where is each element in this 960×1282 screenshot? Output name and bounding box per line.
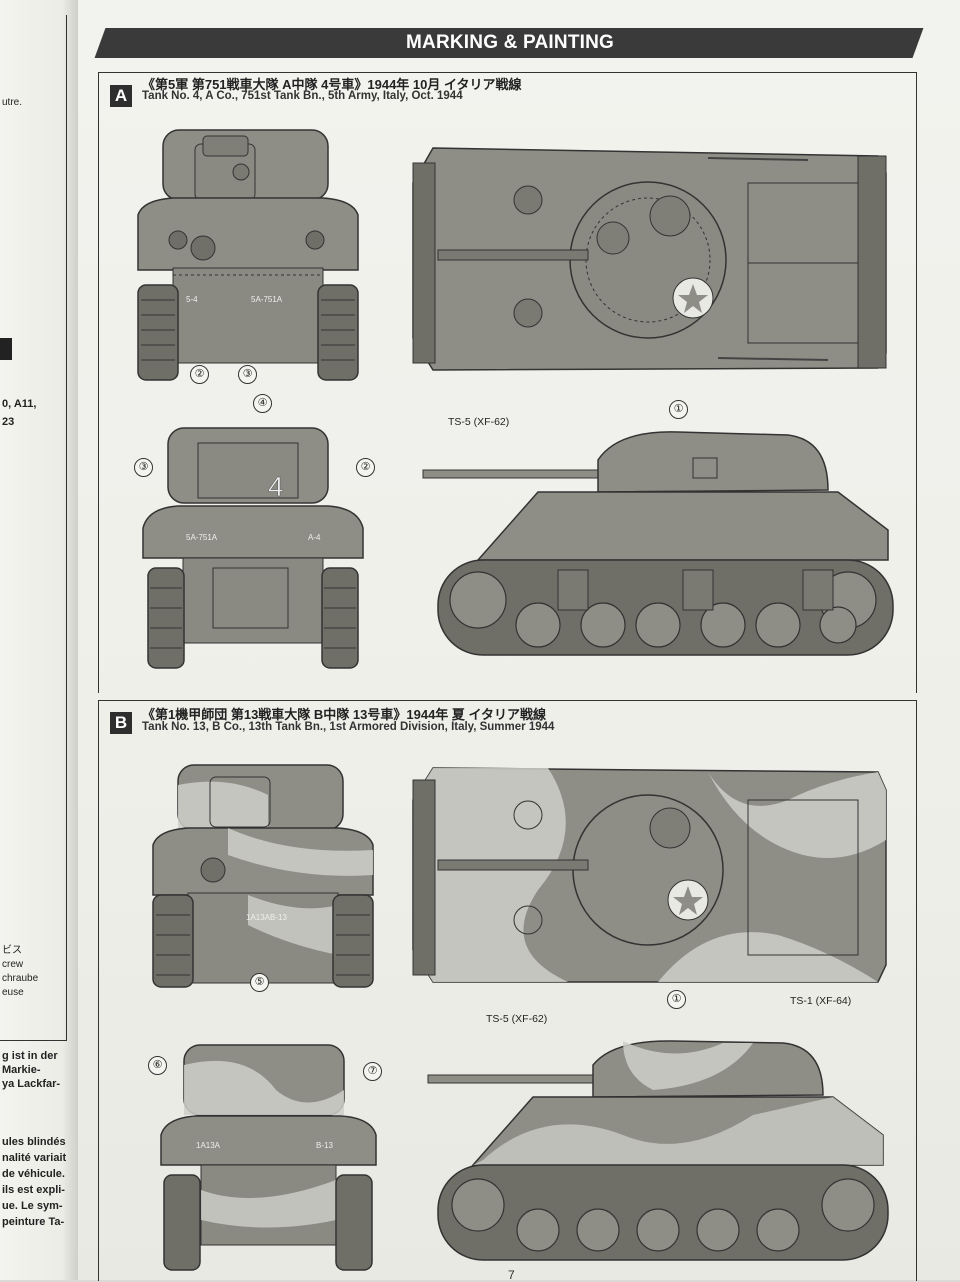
left-text: 23 bbox=[2, 416, 15, 428]
tank-a-front-view: 5-4 5A-751A bbox=[137, 129, 359, 381]
mark-a-turret-number: 4 bbox=[268, 471, 284, 502]
paint-label-b-2: TS-1 (XF-64) bbox=[790, 995, 852, 1007]
section-b-frame bbox=[98, 700, 917, 1281]
left-text: Markie- bbox=[2, 1064, 41, 1076]
callout-2: ② bbox=[190, 365, 209, 384]
left-text: ue. Le sym- bbox=[2, 1200, 63, 1212]
callout-3: ③ bbox=[238, 365, 257, 384]
left-text: chraube bbox=[2, 973, 39, 984]
callout-6: ⑥ bbox=[148, 1056, 167, 1075]
mark-a-rear-right: A-4 bbox=[308, 533, 321, 542]
callout-3: ③ bbox=[134, 458, 153, 477]
tank-a-rear-view: 4 5A-751A A-4 bbox=[142, 427, 364, 669]
mark-a-front-center: 5A-751A bbox=[251, 295, 283, 304]
left-text: 0, A11, bbox=[2, 398, 37, 410]
left-text: nalité variait bbox=[2, 1152, 67, 1164]
mark-b-rear-right: B-13 bbox=[316, 1141, 333, 1150]
mark-b-rear-left: 1A13A bbox=[196, 1141, 221, 1150]
left-text: crew bbox=[2, 959, 24, 970]
section-b-letter: B bbox=[110, 712, 132, 734]
section-b-title-jp: 《第1機甲師団 第13戦車大隊 B中隊 13号車》1944年 夏 イタリア戦線 bbox=[142, 707, 546, 722]
mark-a-rear-left: 5A-751A bbox=[186, 533, 218, 542]
tank-b-front-view: 1A13AB-13 bbox=[152, 764, 374, 988]
left-text: ils est expli- bbox=[2, 1184, 65, 1196]
callout-1: ① bbox=[667, 990, 686, 1009]
left-text: ya Lackfar- bbox=[2, 1078, 61, 1090]
mark-a-front-left: 5-4 bbox=[186, 295, 198, 304]
callout-2: ② bbox=[356, 458, 375, 477]
left-text: utre. bbox=[2, 97, 23, 108]
left-text: de véhicule. bbox=[2, 1168, 65, 1180]
callout-7: ⑦ bbox=[363, 1062, 382, 1081]
left-page-frame bbox=[0, 15, 67, 1041]
left-text: ules blindés bbox=[2, 1136, 66, 1148]
left-text: peinture Ta- bbox=[2, 1216, 65, 1228]
paint-label-a: TS-5 (XF-62) bbox=[448, 416, 510, 428]
mark-b-front-center: 1A13AB-13 bbox=[246, 913, 287, 922]
tank-a-top-view bbox=[412, 147, 887, 371]
left-page-fragment: utre. 0, A11, 23 ビス crew chraube euse g … bbox=[0, 0, 78, 1280]
tank-b-top-view bbox=[412, 767, 887, 983]
paint-label-b-1: TS-5 (XF-62) bbox=[486, 1013, 548, 1025]
left-tab-marker bbox=[0, 338, 12, 360]
left-text: g ist in der bbox=[2, 1050, 58, 1062]
page-number: 7 bbox=[508, 1268, 515, 1282]
page-title: MARKING & PAINTING bbox=[406, 32, 615, 53]
left-text: euse bbox=[2, 987, 24, 998]
section-b-title-en: Tank No. 13, B Co., 13th Tank Bn., 1st A… bbox=[142, 721, 555, 733]
callout-4: ④ bbox=[253, 394, 272, 413]
tank-b-side-view bbox=[427, 1040, 889, 1261]
section-a-letter: A bbox=[110, 85, 132, 107]
left-text: ビス bbox=[2, 945, 22, 956]
section-a-frame bbox=[98, 72, 917, 693]
instruction-page: MARKING & PAINTING A 《第5軍 第751戦車大隊 A中隊 4… bbox=[78, 0, 960, 1282]
callout-5: ⑤ bbox=[250, 973, 269, 992]
section-a-title-en: Tank No. 4, A Co., 751st Tank Bn., 5th A… bbox=[142, 90, 463, 102]
section-a-title-jp: 《第5軍 第751戦車大隊 A中隊 4号車》1944年 10月 イタリア戦線 bbox=[142, 77, 522, 92]
tank-a-side-view bbox=[422, 431, 894, 656]
tank-b-rear-view: 1A13A B-13 bbox=[160, 1044, 377, 1271]
callout-1: ① bbox=[669, 400, 688, 419]
